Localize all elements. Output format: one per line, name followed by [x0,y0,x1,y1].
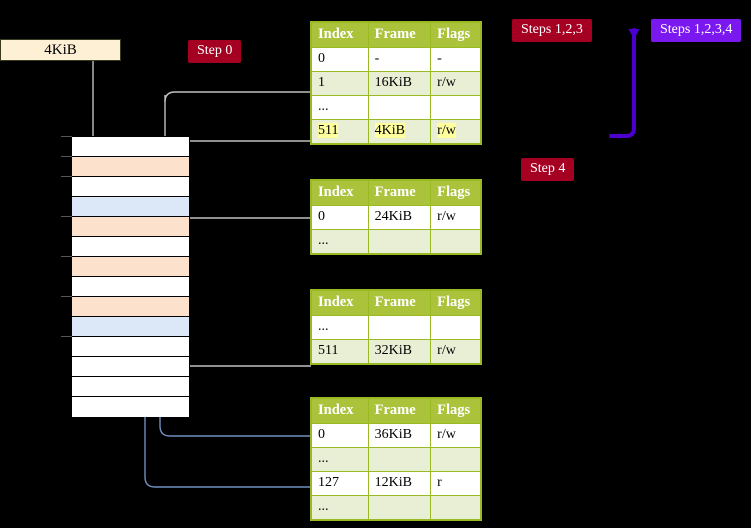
memory-grid-tick [61,256,72,257]
cell-flags [430,447,481,472]
cell-index: 0 [311,47,369,72]
column-header-frame: Frame [367,290,432,316]
cell-index: ... [311,95,369,120]
cell-index: 511 [311,119,369,144]
badge-step0: Step 0 [188,40,242,63]
memory-frame-row [72,317,189,337]
memory-frame-row [72,197,189,217]
cell-frame [367,447,432,472]
cell-flags: r [430,471,481,496]
memory-frame-row [72,217,189,237]
cell-flags: - [430,47,481,72]
table-row: ... [311,315,481,340]
cell-index: 511 [311,339,369,364]
cell-flags: r/w [430,71,481,96]
memory-grid-tick [61,296,72,297]
frame-size-box: 4KiB [0,39,121,61]
cell-flags [430,95,481,120]
cell-frame: 16KiB [367,71,432,96]
highlighted-value: r/w [437,123,456,138]
table-row: ... [311,495,481,520]
table-row: 0-- [311,47,481,72]
cell-frame: 12KiB [367,471,432,496]
column-header-index: Index [311,290,369,316]
column-header-index: Index [311,398,369,424]
cell-index: ... [311,495,369,520]
cell-frame [367,95,432,120]
cell-flags: r/w [430,119,481,144]
cell-index: ... [311,447,369,472]
memory-grid-tick [61,216,72,217]
column-header-index: Index [311,22,369,48]
badge-step4: Step 4 [521,158,575,181]
cell-flags: r/w [430,339,481,364]
cell-index: 1 [311,71,369,96]
cell-index: 0 [311,423,369,448]
table-row: ... [311,95,481,120]
column-header-flags: Flags [430,180,481,206]
column-header-flags: Flags [430,398,481,424]
physical-memory-grid [71,136,190,417]
cell-flags [430,315,481,340]
memory-frame-row [72,157,189,177]
table-row: 511 4KiB r/w [311,119,481,144]
cell-frame [367,495,432,520]
badge-steps1234: Steps 1,2,3,4 [651,19,742,42]
cell-index: 0 [311,205,369,230]
column-header-flags: Flags [430,290,481,316]
cell-frame: 4KiB [367,119,432,144]
cell-frame: 32KiB [367,339,432,364]
highlighted-value: 511 [318,123,339,138]
highlighted-value: 4KiB [374,123,405,138]
memory-frame-row [72,237,189,257]
cell-index: ... [311,229,369,254]
memory-frame-row [72,397,189,417]
memory-grid-tick [61,336,72,337]
column-header-index: Index [311,180,369,206]
cell-flags: r/w [430,423,481,448]
cell-flags [430,229,481,254]
connector-l2-to-grid [179,217,311,247]
table-row: ... [311,229,481,254]
memory-grid-tick [61,156,72,157]
cell-frame [367,229,432,254]
memory-grid-tick [61,136,72,137]
column-header-frame: Frame [367,22,432,48]
cell-index: ... [311,315,369,340]
column-header-flags: Flags [430,22,481,48]
cell-flags: r/w [430,205,481,230]
steps-1234-arrow [609,28,640,138]
table-row: ... [311,447,481,472]
cell-frame [367,315,432,340]
column-header-frame: Frame [367,180,432,206]
cell-frame: 24KiB [367,205,432,230]
memory-frame-row [72,357,189,377]
cell-index: 127 [311,471,369,496]
cell-flags [430,495,481,520]
memory-grid-tick [61,176,72,177]
connector-l1-entry [164,91,311,103]
cell-frame: - [367,47,432,72]
connector-l3-to-grid [172,309,311,367]
frame-size-label: 4KiB [44,42,77,58]
memory-frame-row [72,377,189,397]
badge-steps123: Steps 1,2,3 [512,19,592,42]
column-header-frame: Frame [367,398,432,424]
memory-frame-row [72,337,189,357]
memory-frame-row [72,257,189,277]
memory-frame-row [72,177,189,197]
memory-frame-row [72,277,189,297]
memory-frame-row [72,137,189,157]
cell-frame: 36KiB [367,423,432,448]
memory-frame-row [72,297,189,317]
